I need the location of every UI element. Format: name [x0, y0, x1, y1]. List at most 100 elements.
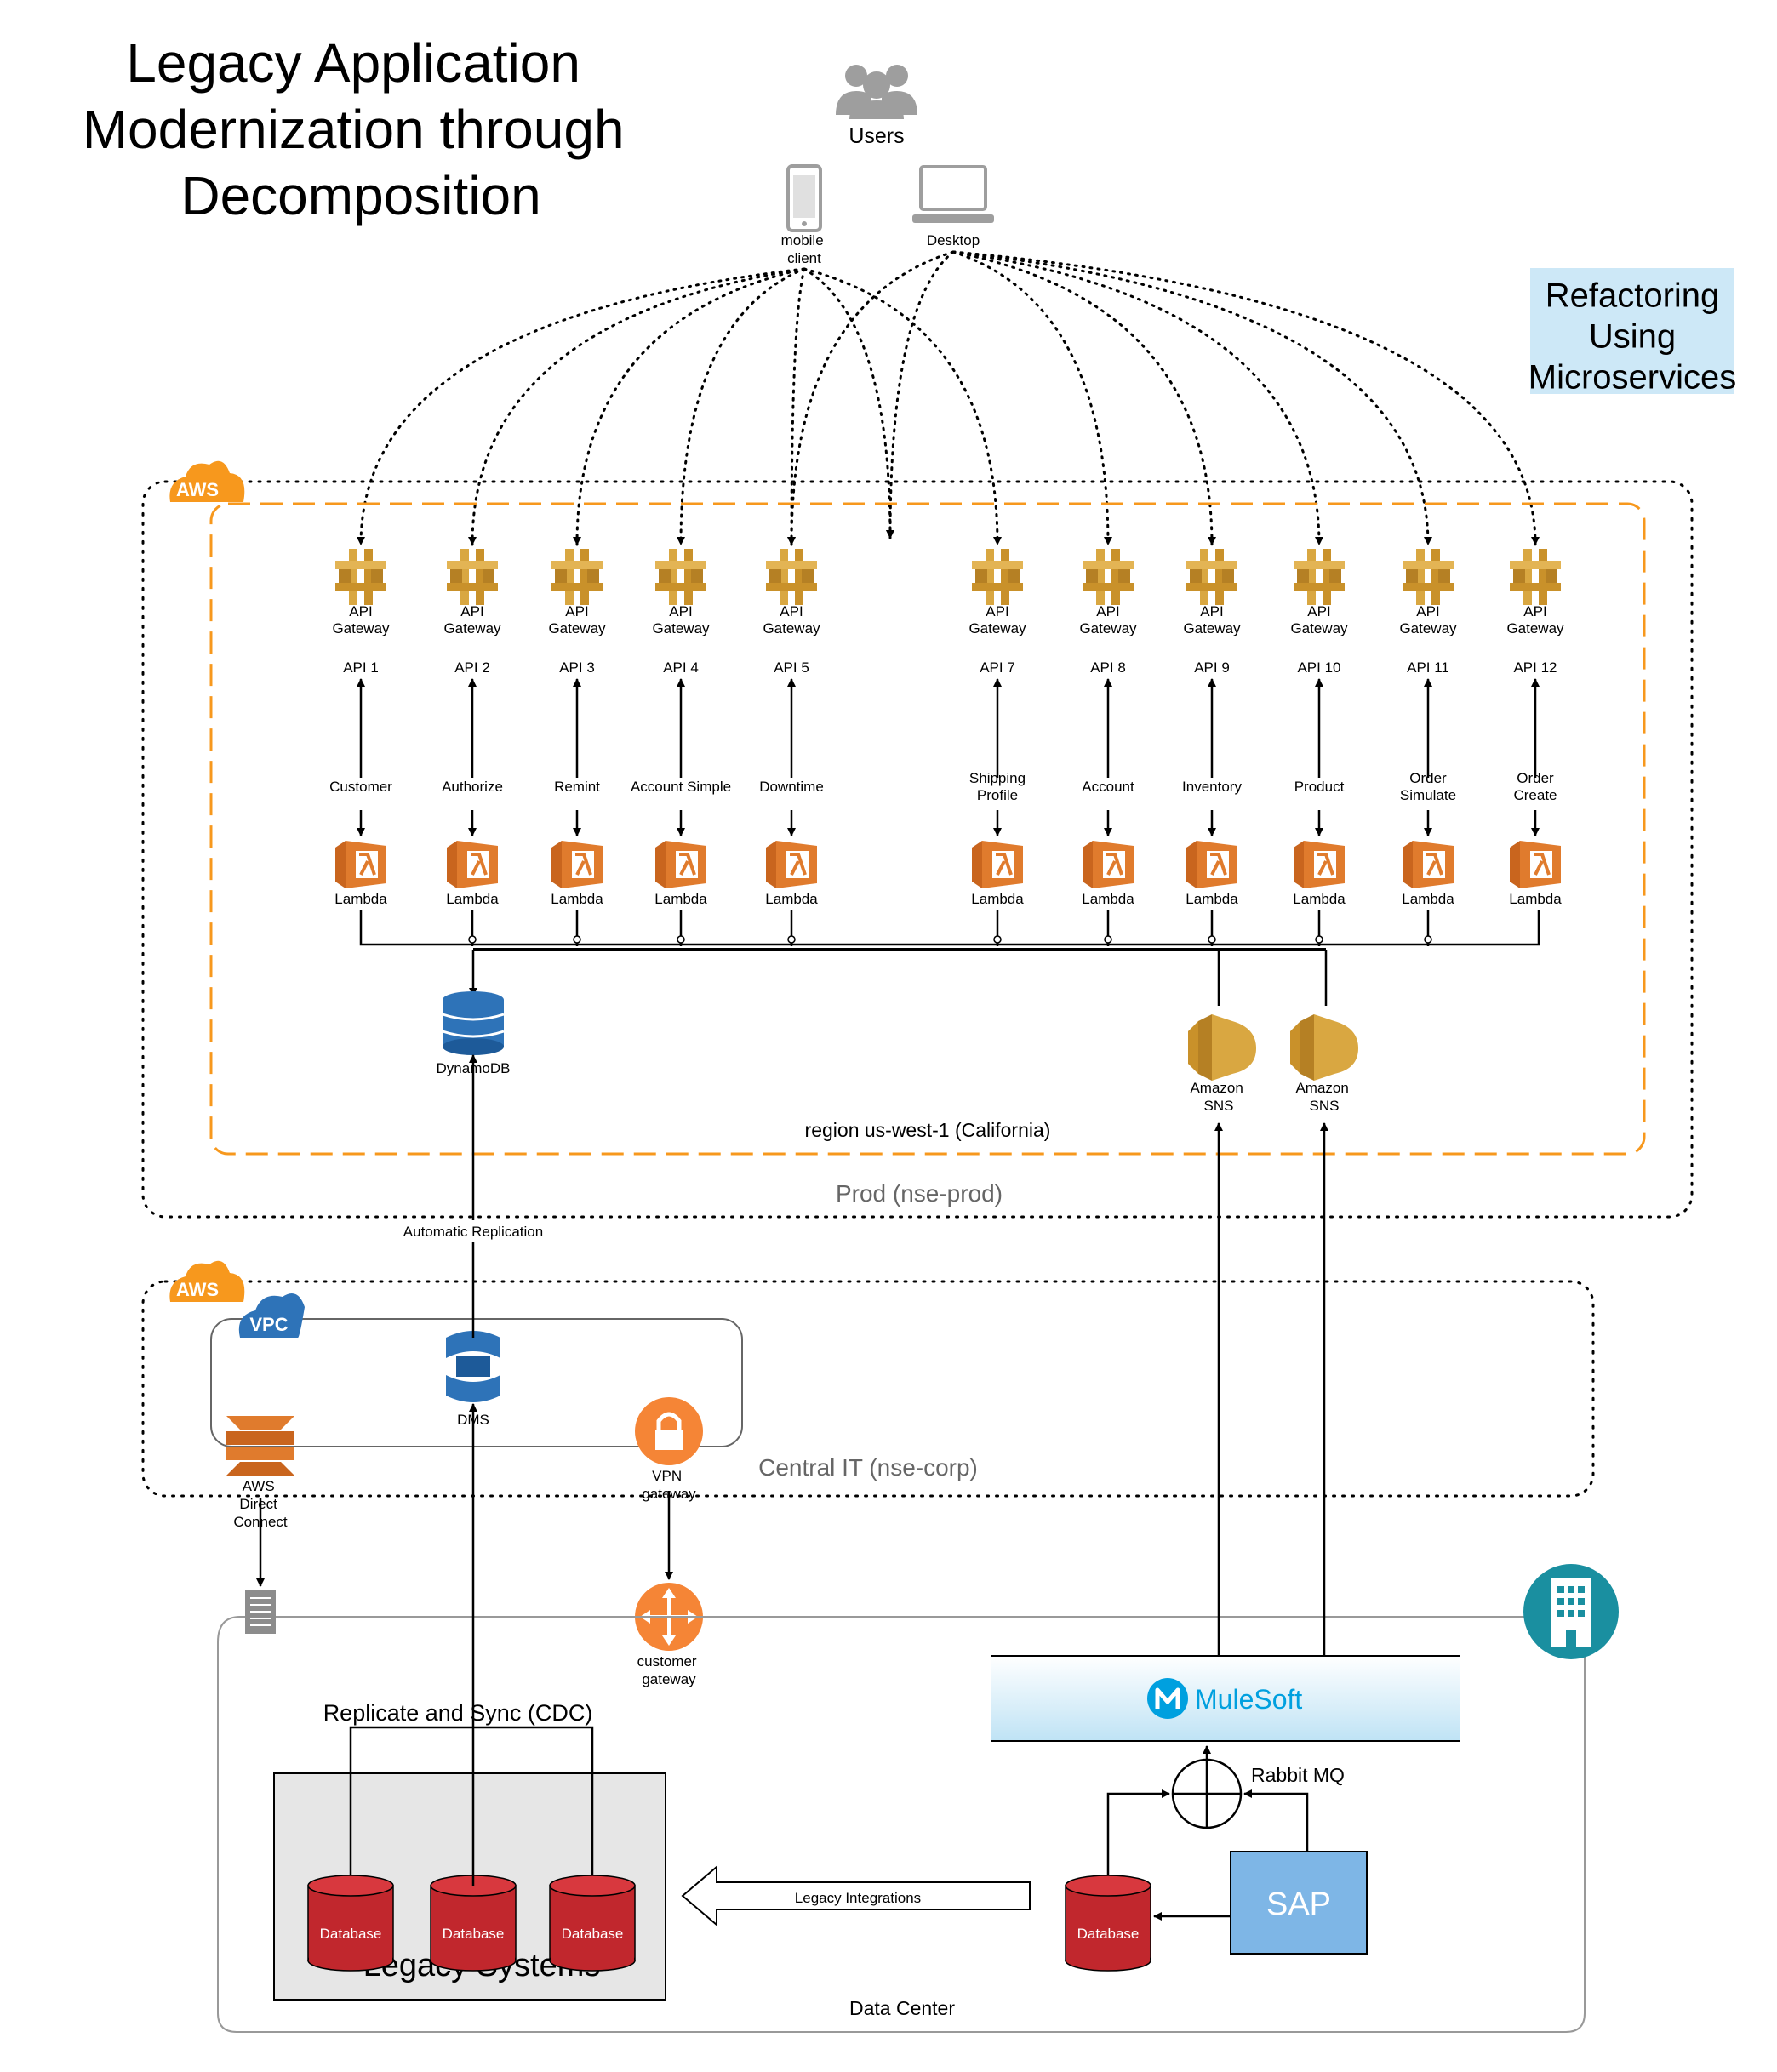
api-number-label: API 9: [1194, 659, 1230, 676]
api-number-label: API 3: [559, 659, 595, 676]
client-connection: [803, 267, 1002, 546]
lambda-label: Lambda: [654, 891, 707, 907]
client-connection: [886, 250, 955, 539]
lambda-icon: [1083, 841, 1134, 888]
prod-account-boundary: [141, 480, 1694, 1219]
lambda-label: Lambda: [1293, 891, 1346, 907]
replicate-bracket: [349, 1726, 594, 1886]
api-gateway-icon: [1403, 549, 1454, 605]
automatic-replication-label: Automatic Replication: [403, 1224, 543, 1240]
corporate-building-icon: [1523, 1564, 1619, 1659]
desktop-label: Desktop: [927, 232, 980, 248]
aws-cloud-icon-central: AWS: [169, 1260, 245, 1302]
mulesoft-logo-icon: [1147, 1678, 1188, 1719]
customer-gateway-label: customer gateway: [637, 1653, 701, 1687]
automatic-replication-bg: [397, 1220, 550, 1242]
lambda-icon: [551, 841, 603, 888]
service-name-label: Inventory: [1182, 779, 1242, 795]
desktop-icon: [912, 165, 994, 223]
mulesoft-band: [991, 1656, 1460, 1741]
client-connection: [951, 250, 1432, 546]
lambda-icon: [766, 841, 817, 888]
sns-icon: [1290, 1014, 1358, 1081]
prod-label: Prod (nse-prod): [836, 1180, 1003, 1207]
connectors: [256, 1054, 1328, 1921]
vpn-gateway-label: VPN gateway: [642, 1468, 696, 1502]
api-gateway-icon: [1510, 549, 1561, 605]
vpn-gateway-icon: [635, 1397, 703, 1465]
direct-connect-icon: [226, 1416, 294, 1476]
central-it-boundary: [141, 1280, 1595, 1498]
api-gateway-icon: [1083, 549, 1134, 605]
sap-box: [1230, 1851, 1368, 1955]
lambda-icon: [1294, 841, 1345, 888]
users-label: Users: [849, 124, 904, 148]
api-number-label: API 5: [774, 659, 809, 676]
lambda-icon: [1510, 841, 1561, 888]
vpc-cloud-icon: VPC: [238, 1293, 305, 1338]
api-number-label: API 10: [1297, 659, 1340, 676]
sns-label-2: Amazon SNS: [1295, 1080, 1352, 1114]
central-it-label: Central IT (nse-corp): [758, 1454, 978, 1481]
client-connection: [573, 267, 806, 546]
api-number-label: API 11: [1407, 659, 1449, 676]
api-number-label: API 8: [1090, 659, 1126, 676]
service-name-label: Customer: [329, 779, 392, 795]
client-connection: [951, 250, 1216, 546]
service-name-label: Authorize: [442, 779, 503, 795]
api-gateway-icon: [551, 549, 603, 605]
dynamodb-icon: [442, 991, 505, 1055]
aws-cloud-icon-prod: AWS: [169, 460, 245, 502]
lambda-label: Lambda: [1509, 891, 1562, 907]
lambda-icon: [335, 841, 386, 888]
region-label: region us-west-1 (California): [805, 1119, 1051, 1141]
lambda-icon: [1186, 841, 1237, 888]
database-icon: Database: [430, 1875, 517, 1972]
lambda-label: Lambda: [971, 891, 1024, 907]
api-number-label: API 1: [343, 659, 379, 676]
lambda-icon: [447, 841, 498, 888]
data-center-label: Data Center: [849, 1997, 955, 2019]
database-label: Database: [562, 1926, 624, 1942]
svg-text:AWS: AWS: [176, 479, 219, 500]
lambda-icon: [972, 841, 1023, 888]
api-gateway-icon: [447, 549, 498, 605]
lambda-label: Lambda: [1402, 891, 1454, 907]
users-icon: [836, 65, 917, 119]
api-number-label: API 12: [1513, 659, 1557, 676]
lambda-label: Lambda: [1186, 891, 1238, 907]
api-number-label: API 4: [663, 659, 699, 676]
client-connection: [803, 267, 894, 539]
diagram-title: Legacy Application Modernization through…: [83, 32, 640, 226]
dms-icon: [446, 1331, 500, 1402]
sap-label: SAP: [1266, 1886, 1331, 1922]
database-label: Database: [1077, 1926, 1140, 1942]
lambda-bus: [359, 910, 1540, 1006]
svg-text:AWS: AWS: [176, 1279, 219, 1300]
mulesoft-label: MuleSoft: [1195, 1684, 1302, 1715]
lambda-icon: [655, 841, 706, 888]
database-icon: Database: [549, 1875, 636, 1972]
svg-text:Using: Using: [1589, 318, 1676, 356]
lambda-label: Lambda: [446, 891, 499, 907]
api-gateway-icon: [655, 549, 706, 605]
